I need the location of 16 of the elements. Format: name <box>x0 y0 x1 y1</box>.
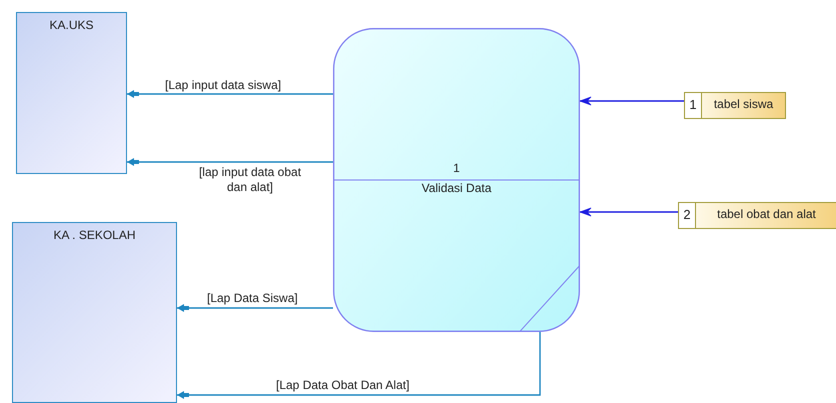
store-number: 1 <box>685 93 702 118</box>
store-name: tabel obat dan alat <box>716 206 817 223</box>
store-number: 2 <box>679 203 696 228</box>
edge-label: [Lap Data Siswa] <box>207 291 298 306</box>
store-name: tabel siswa <box>712 96 774 113</box>
external-entity-box <box>16 12 127 174</box>
entity-name: KA . SEKOLAH <box>52 228 137 242</box>
process-name: Validasi Data <box>420 181 492 195</box>
external-entity-box <box>12 222 177 403</box>
edge-label: [lap input data obat dan alat] <box>198 165 302 195</box>
edge-label: [Lap input data siswa] <box>165 78 282 93</box>
entity-name: KA.UKS <box>48 18 94 32</box>
data-store-box <box>678 202 836 229</box>
process-number: 1 <box>452 161 461 175</box>
edge-label: [Lap Data Obat Dan Alat] <box>276 378 410 393</box>
data-store-box <box>684 92 786 119</box>
